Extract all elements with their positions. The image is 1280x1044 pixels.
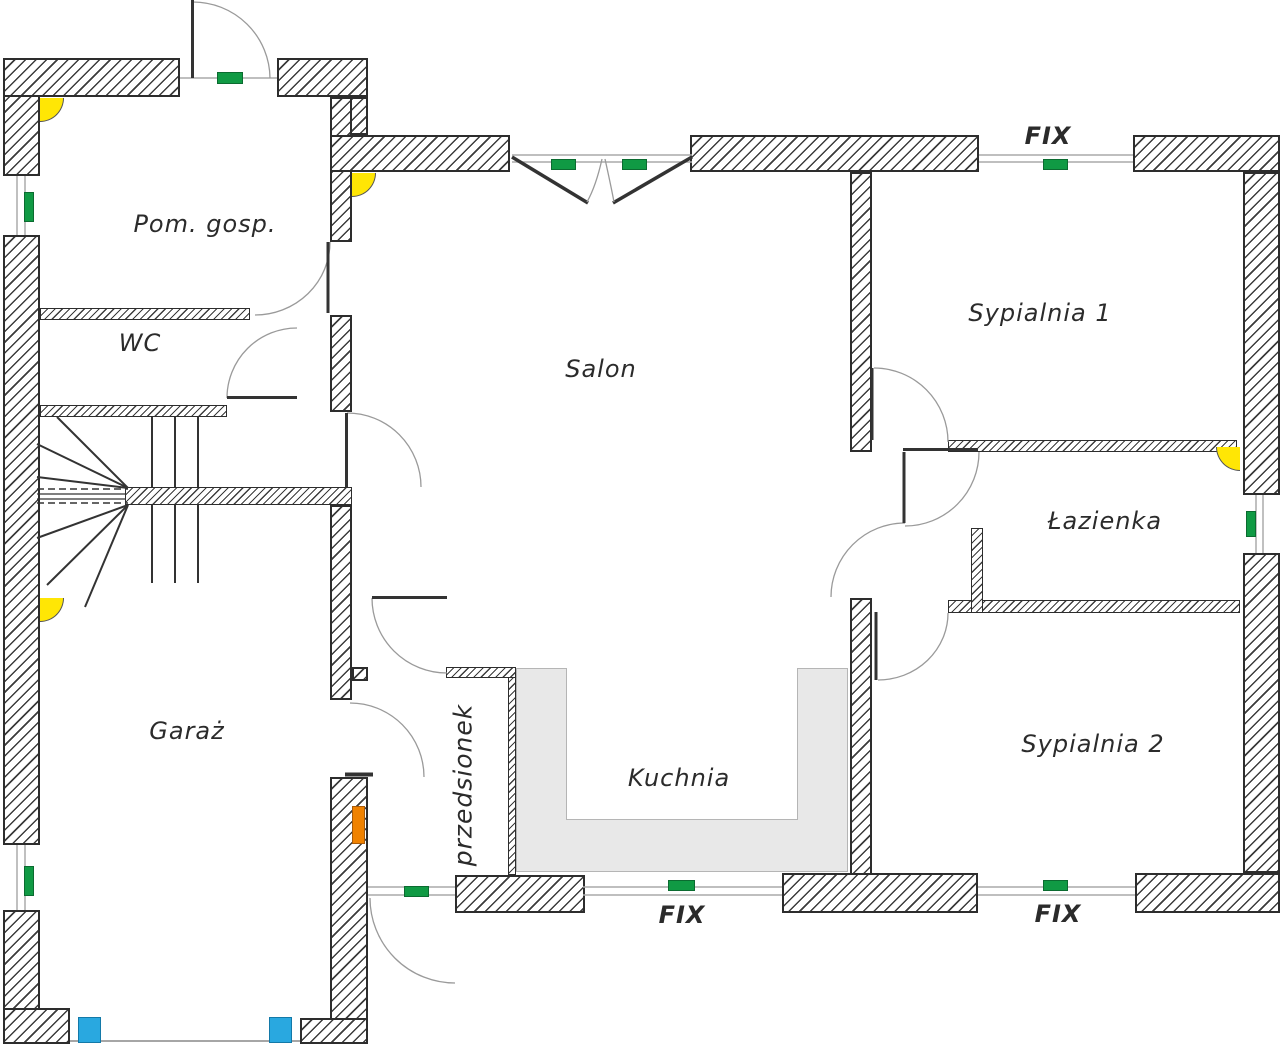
window-fix-top	[1043, 159, 1068, 170]
door-salon-przedsionek	[371, 596, 448, 674]
door-hall-salon	[345, 412, 422, 488]
doors	[191, 0, 980, 984]
staircase	[36, 416, 199, 608]
room-label-wc: WC	[118, 329, 162, 357]
room-label-przedsionek: przedsionek	[448, 703, 478, 867]
wall-garage-bottom-right	[300, 1018, 368, 1044]
wall-bottom-left-corner	[3, 1008, 70, 1044]
kitchen-counter-notch	[566, 668, 798, 820]
wall-top-right-corner	[1133, 135, 1280, 172]
wall-salon-top-right	[690, 135, 979, 172]
window-salon-door-right	[622, 159, 647, 170]
room-label-pom-gosp: Pom. gosp.	[133, 210, 277, 238]
window-right-wall	[1246, 511, 1256, 537]
window-fix-bottom-center	[668, 880, 695, 891]
chimney-flue	[352, 806, 365, 844]
wall-top-pomgosp	[3, 58, 180, 97]
wall-przedsionek-notch	[352, 667, 368, 681]
door-pomgosp-salon	[254, 241, 331, 316]
wall-bottom-sypialnia2	[782, 873, 978, 913]
wall-stair-landing	[125, 487, 352, 505]
room-label-salon: Salon	[565, 355, 637, 383]
room-label-sypialnia1: Sypialnia 1	[968, 299, 1112, 327]
door-wc	[226, 327, 298, 399]
wall-salon-sypialnia1	[850, 172, 872, 452]
wall-pomgosp-salon-lower	[330, 315, 352, 412]
room-label-lazienka: Łazienka	[1047, 507, 1163, 535]
door-sypialnia1	[903, 448, 980, 527]
door-salon-corridor	[870, 367, 949, 443]
wall-lazienka-stub	[971, 528, 983, 613]
door-lazienka	[830, 452, 906, 598]
wall-salon-top-left	[330, 135, 510, 172]
wall-wc-top	[40, 308, 250, 320]
window-left-bottom	[24, 866, 34, 896]
wall-right-lower	[1243, 553, 1280, 873]
wall-kuchnia-sypialnia2	[850, 598, 872, 875]
garage-post-left	[78, 1017, 101, 1043]
room-label-kuchnia: Kuchnia	[627, 764, 731, 792]
wall-sypialnia1-bottom	[948, 440, 1237, 452]
fix-label-bottom-center: FIX	[658, 901, 706, 929]
window-entrance	[404, 886, 429, 897]
window-pomgosp-door	[217, 72, 243, 84]
wall-bottom-right-corner	[1135, 873, 1280, 913]
window-fix-bottom-right	[1043, 880, 1068, 891]
wall-garage-right-upper	[330, 505, 352, 700]
double-door-salon	[511, 155, 693, 205]
fix-label-top: FIX	[1024, 122, 1072, 150]
wall-bottom-przedsionek	[455, 875, 585, 913]
window-salon-door-left	[551, 159, 576, 170]
wall-wc-bottom	[40, 405, 227, 417]
room-label-garaz: Garaż	[149, 717, 225, 745]
room-label-sypialnia2: Sypialnia 2	[1021, 730, 1165, 758]
wall-top-corner	[277, 58, 368, 97]
fix-label-bottom-right: FIX	[1034, 900, 1082, 928]
wall-lazienka-bottom	[948, 600, 1240, 613]
wall-right-upper	[1243, 172, 1280, 495]
garage-post-right	[269, 1017, 292, 1043]
door-entrance	[369, 897, 456, 984]
door-garage-przedsionek	[345, 702, 425, 778]
window-left-top	[24, 192, 34, 222]
door-pomgosp-entry	[191, 0, 271, 79]
door-sypialnia2	[874, 612, 949, 681]
wall-left-middle	[3, 235, 40, 845]
